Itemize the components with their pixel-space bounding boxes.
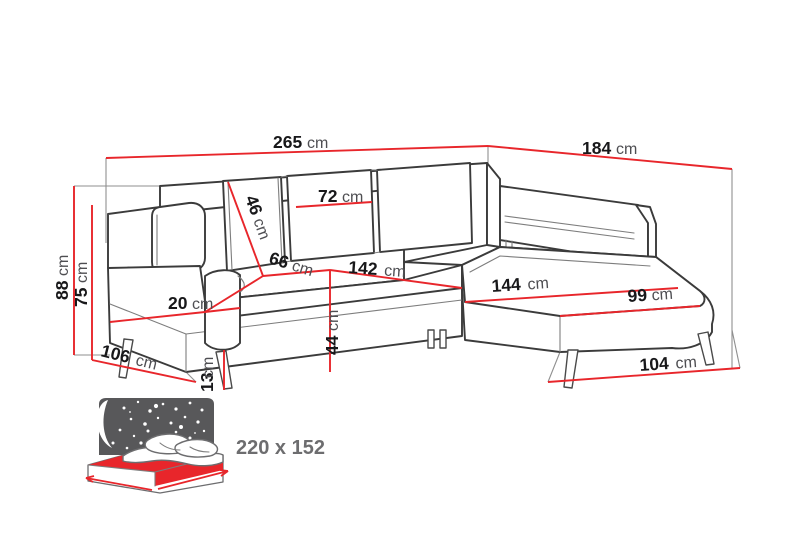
bed-dim-arrow-width-head (85, 475, 95, 483)
dimension-lines (73, 145, 741, 390)
crescent-moon-icon (97, 400, 112, 448)
dim-line-265 (105, 145, 489, 159)
label-46-unit: cm (249, 216, 272, 242)
label-75-unit: cm (74, 262, 91, 283)
label-106-unit: cm (134, 352, 159, 374)
label-20-value: 20 (168, 293, 188, 313)
bed-dim-arrow-length (157, 470, 229, 490)
label-75-value: 75 (71, 287, 91, 307)
sofa-leg-front-left (118, 338, 134, 379)
label-99-value: 99 (627, 285, 648, 306)
dim-line-144 (464, 287, 679, 303)
label-66-value: 66 (267, 248, 292, 273)
sleeping-area-size-label: 220 x 152 (236, 437, 325, 459)
dim-line-142 (329, 269, 463, 289)
dim-line-99 (559, 305, 701, 317)
dim-line-46 (227, 181, 264, 277)
bed-dim-arrow-length-head (219, 469, 229, 477)
label-184-unit: cm (616, 141, 637, 158)
label-142-value: 142 (348, 257, 379, 279)
dim-line-72 (295, 201, 373, 208)
label-44-value: 44 (322, 335, 342, 355)
label-99-unit: cm (651, 286, 673, 304)
chaise-leg-front (563, 349, 579, 389)
dim-line-66 (204, 275, 264, 313)
label-44-unit: cm (325, 310, 342, 331)
label-144-unit: cm (527, 275, 549, 293)
label-104-value: 104 (639, 353, 670, 375)
dim-line-20b (109, 311, 206, 323)
sofa-leg-mid-a (427, 329, 435, 349)
dimension-labels: 265 cm 184 cm 72 cm 46 cm 66 cm 142 cm 1… (52, 132, 697, 392)
chaise-back-rail (486, 162, 501, 248)
label-66-unit: cm (290, 258, 315, 280)
label-72-value: 72 (318, 186, 338, 206)
label-142-unit: cm (384, 263, 406, 281)
bed-pillow-front (174, 438, 219, 458)
back-cushion-right (376, 162, 473, 253)
dim-line-20 (204, 307, 241, 313)
dim-line-184 (487, 145, 733, 170)
label-13-unit: cm (200, 357, 217, 378)
label-184-value: 184 (582, 138, 611, 158)
sofa-illustration (107, 162, 715, 390)
label-72-unit: cm (342, 189, 363, 206)
label-265-value: 265 (273, 132, 302, 152)
chaise-leg-back (697, 331, 715, 366)
dim-line-106 (91, 359, 197, 383)
sofa-leg-mid-b (439, 329, 447, 349)
label-265-unit: cm (307, 135, 328, 152)
label-13-value: 13 (197, 372, 217, 392)
back-cushion-middle (286, 169, 375, 262)
label-88-value: 88 (52, 280, 72, 300)
dim-line-66b (262, 269, 331, 277)
sleeping-area-icon: 220 x 152 (85, 398, 325, 494)
label-88-unit: cm (55, 255, 72, 276)
dim-line-104 (547, 367, 741, 383)
label-144-value: 144 (491, 274, 522, 296)
label-104-unit: cm (675, 354, 697, 372)
label-20-unit: cm (192, 296, 213, 313)
bed-dim-arrow-width (85, 477, 153, 491)
